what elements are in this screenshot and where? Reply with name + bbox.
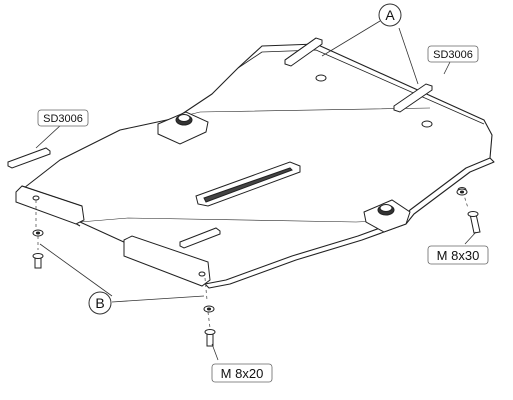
callout-a-text: A: [385, 7, 395, 23]
callout-b-text: B: [95, 295, 104, 311]
front-left-bracket: [15, 185, 85, 225]
bolt-right: [467, 211, 481, 234]
label-m8x30-text: M 8x30: [437, 248, 480, 263]
label-sd3006-right: SD3006: [427, 45, 479, 63]
sd3006-strip-center: [179, 227, 221, 249]
bolt-center: [204, 329, 216, 347]
skid-plate: [23, 43, 495, 289]
mount-pad-front-right: [363, 199, 411, 233]
label-m8x20: M 8x20: [211, 363, 273, 383]
front-center-bracket: [123, 235, 211, 287]
label-sd3006-right-text: SD3006: [433, 49, 473, 61]
washers: [32, 188, 468, 313]
label-sd3006-left: SD3006: [37, 109, 89, 127]
callout-b: B: [88, 291, 112, 315]
sd3006-strip-top-2: [393, 83, 433, 113]
callout-a: A: [378, 3, 402, 27]
label-m8x20-text: M 8x20: [221, 366, 264, 381]
sd3006-strip-top-1: [284, 37, 323, 67]
center-slot: [195, 161, 301, 207]
sd3006-strip-left: [7, 147, 51, 169]
label-m8x30: M 8x30: [427, 245, 489, 265]
bolt-left: [32, 253, 44, 269]
label-sd3006-left-text: SD3006: [43, 113, 83, 125]
mount-pad-rear: [157, 111, 209, 145]
